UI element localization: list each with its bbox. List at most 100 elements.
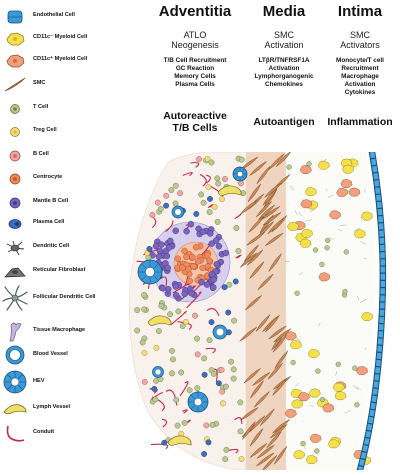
cd11c-pos-t-cell bbox=[216, 181, 221, 186]
intima-item: Monocyte/T cell bbox=[322, 57, 398, 65]
mantle-b-cell bbox=[156, 254, 162, 260]
media-header: Media SMC Activation LTβR/TNFRSF1A Activ… bbox=[246, 4, 322, 89]
mantle-b-cell bbox=[158, 242, 164, 248]
adventitia-summary: Autoreactive T/B Cells bbox=[140, 110, 250, 134]
hev-icon bbox=[2, 369, 28, 395]
legend-item-lymph-vessel: Lymph Vessel bbox=[0, 400, 118, 418]
cd11c-pos-t-cell bbox=[239, 157, 244, 162]
t-cell bbox=[354, 402, 359, 407]
legend-item-t-cell: T Cell bbox=[0, 100, 118, 118]
intima-region bbox=[286, 152, 375, 470]
plasma-cell bbox=[216, 381, 221, 386]
adventitia-item: Plasma Cells bbox=[140, 81, 250, 89]
cd11c-pos-t-cell bbox=[156, 328, 161, 333]
cd11c-pos-t-cell bbox=[169, 371, 174, 376]
centrocyte bbox=[187, 278, 193, 284]
cd11c-pos-t-cell bbox=[223, 457, 228, 462]
centrocyte bbox=[204, 252, 210, 258]
blood-vessel bbox=[153, 367, 164, 378]
t-cell bbox=[291, 360, 296, 365]
mantle-b-cell bbox=[209, 271, 215, 277]
intima-item: Cytokines bbox=[322, 89, 398, 97]
b-cell bbox=[177, 191, 182, 196]
treg-cell bbox=[239, 456, 244, 461]
centrocyte bbox=[190, 263, 196, 269]
t-cell bbox=[313, 248, 318, 253]
centrocyte bbox=[183, 254, 189, 260]
mantle-b-cell bbox=[214, 261, 220, 267]
b-cell bbox=[150, 212, 155, 217]
media-item: LTβR/TNFRSF1A bbox=[246, 57, 322, 65]
mantle-b-cell bbox=[160, 285, 166, 291]
cd11c-pos-t-cell bbox=[238, 429, 243, 434]
legend-label: Plasma Cell bbox=[33, 219, 64, 225]
intima-subtitle-2: Activators bbox=[322, 40, 398, 50]
legend-label: SMC bbox=[33, 80, 45, 86]
legend-label: Blood Vessel bbox=[33, 351, 68, 357]
treg-cell bbox=[154, 345, 159, 350]
mantle-b-cell bbox=[211, 277, 217, 283]
mantle-b-cell bbox=[188, 221, 194, 227]
centrocyte bbox=[193, 244, 199, 250]
adventitia-header: Adventitia ATLO Neogenesis T/B Cell Recr… bbox=[140, 4, 250, 89]
cd11c-pos-t-cell bbox=[159, 303, 164, 308]
plasma-cell-icon bbox=[2, 215, 28, 233]
media-item: Lymphorganogenic bbox=[246, 73, 322, 81]
cd11c-pos-t-cell bbox=[175, 423, 180, 428]
cd11c-pos-t-cell bbox=[135, 307, 140, 312]
cd11c-pos-t-cell bbox=[135, 328, 140, 333]
t-cell bbox=[344, 250, 349, 255]
cd11c-pos-t-cell bbox=[199, 192, 204, 197]
hev bbox=[188, 392, 208, 412]
plasma-cell bbox=[206, 440, 211, 445]
t-cell bbox=[320, 397, 325, 402]
cd11c-pos-myeloid-cell-icon bbox=[2, 52, 28, 70]
legend-item-endothelial-cell: Endothelial Cell bbox=[0, 8, 118, 26]
mantle-b-cell bbox=[173, 284, 179, 290]
blood-vessel-icon bbox=[2, 344, 28, 366]
t-cell bbox=[343, 289, 348, 294]
cd11c-pos-t-cell bbox=[207, 337, 212, 342]
mantle-b-cell bbox=[167, 238, 173, 244]
intimal-fiber bbox=[300, 336, 301, 337]
t-cell bbox=[295, 291, 300, 296]
legend-label: CD11c⁺ Myeloid Cell bbox=[33, 56, 87, 62]
treg-cell-icon bbox=[2, 123, 28, 141]
cd11c-pos-t-cell bbox=[195, 385, 200, 390]
cd11c-pos-t-cell bbox=[227, 282, 232, 287]
cd11c-pos-t-cell bbox=[194, 336, 199, 341]
b-cell bbox=[196, 156, 201, 161]
centrocyte-icon bbox=[2, 170, 28, 188]
intima-item: Recruitment bbox=[322, 65, 398, 73]
plasma-cell bbox=[202, 372, 207, 377]
treg-cell bbox=[219, 196, 224, 201]
cd11c-pos-t-cell bbox=[228, 359, 233, 364]
mantle-b-cell bbox=[216, 243, 222, 249]
adventitia-item: T/B Cell Recruitment bbox=[140, 57, 250, 65]
endothelial-cell-icon bbox=[2, 8, 28, 26]
media-summary-line: Autoantigen bbox=[246, 116, 322, 128]
cd11c-pos-t-cell bbox=[215, 176, 220, 181]
cd11c-pos-t-cell bbox=[187, 387, 192, 392]
smc-icon bbox=[2, 76, 28, 94]
cd11c-pos-t-cell bbox=[231, 376, 236, 381]
plasma-cell bbox=[162, 440, 167, 445]
cd11c-pos-t-cell bbox=[169, 187, 174, 192]
b-cell bbox=[155, 200, 160, 205]
t-cell bbox=[301, 441, 306, 446]
plasma-cell bbox=[222, 285, 227, 290]
legend-item-hev: HEV bbox=[0, 369, 118, 395]
legend-label: Endothelial Cell bbox=[33, 12, 75, 18]
plasma-cell bbox=[163, 203, 168, 208]
legend-item-cd11c-pos-myeloid: CD11c⁺ Myeloid Cell bbox=[0, 52, 118, 70]
mantle-b-cell bbox=[188, 290, 194, 296]
legend-item-mantle-b-cell: Mantle B Cell bbox=[0, 194, 118, 212]
intima-subtitle-1: SMC bbox=[322, 30, 398, 40]
cd11c-pos-t-cell bbox=[201, 200, 206, 205]
legend-item-reticular-fibroblast: Reticular Fibroblast bbox=[0, 263, 118, 281]
treg-cell bbox=[142, 350, 147, 355]
legend-item-dendritic-cell: Dendritic Cell bbox=[0, 239, 118, 257]
intima-item: Activation bbox=[322, 81, 398, 89]
cd11c-pos-t-cell bbox=[210, 422, 215, 427]
reticular-fibroblast-icon bbox=[2, 263, 28, 281]
